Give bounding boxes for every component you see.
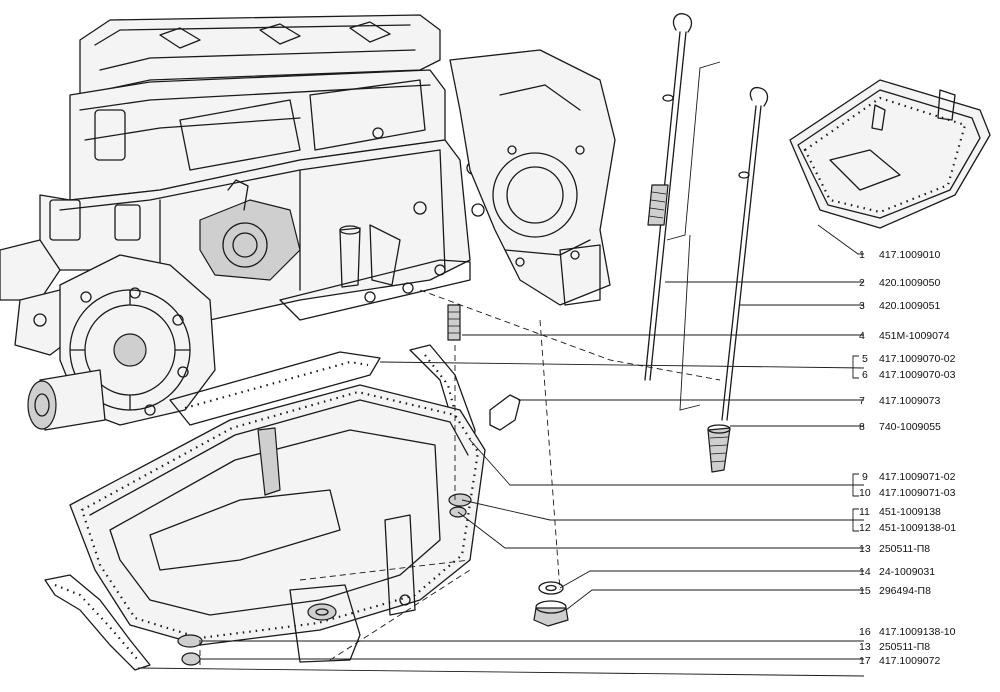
callout-number: 3 bbox=[859, 300, 865, 312]
callout-part: 24-1009031 bbox=[879, 566, 935, 578]
callout-part: 417.1009138-10 bbox=[879, 626, 956, 638]
callout-part: 420.1009050 bbox=[879, 277, 940, 289]
callout-number: 13 bbox=[859, 641, 871, 653]
callout-labels: 1 417.1009010 2 420.1009050 3 420.100905… bbox=[859, 249, 956, 667]
callout-number: 7 bbox=[859, 395, 865, 407]
main-oil-pan bbox=[69, 384, 486, 663]
timing-cover-drawing bbox=[27, 254, 216, 431]
dipstick-bracket bbox=[666, 61, 721, 411]
callout-number: 17 bbox=[859, 655, 871, 667]
callout-number: 10 bbox=[859, 487, 871, 499]
callout-number: 16 bbox=[859, 626, 871, 638]
callout-number: 13 bbox=[859, 543, 871, 555]
callout-number: 12 bbox=[859, 522, 871, 534]
callout-part: 250511-П8 bbox=[879, 543, 930, 555]
callout-number: 5 bbox=[862, 353, 868, 365]
callout-part: 296494-П8 bbox=[879, 585, 931, 597]
guide-tube-8 bbox=[707, 424, 731, 473]
callout-part: 250511-П8 bbox=[879, 641, 930, 653]
callout-part: 417.1009073 bbox=[879, 395, 940, 407]
callout-number: 9 bbox=[862, 471, 868, 483]
callout-part: 417.1009010 bbox=[879, 249, 940, 261]
leader-lines bbox=[137, 224, 865, 677]
callout-part: 740-1009055 bbox=[879, 421, 941, 433]
oil-pan-1 bbox=[789, 79, 991, 229]
dipstick-2 bbox=[644, 13, 693, 381]
callout-number: 1 bbox=[859, 249, 865, 261]
callout-part: 451М-1009074 bbox=[879, 330, 950, 342]
callout-number: 8 bbox=[859, 421, 865, 433]
callout-number: 4 bbox=[859, 330, 865, 342]
callout-number: 11 bbox=[859, 506, 870, 518]
callout-number: 14 bbox=[859, 566, 871, 578]
callout-part: 417.1009070-02 bbox=[879, 353, 956, 365]
callout-part: 417.1009071-02 bbox=[879, 471, 956, 483]
callout-number: 15 bbox=[859, 585, 871, 597]
assembly-axis-lines bbox=[199, 289, 721, 665]
callout-part: 451-1009138 bbox=[879, 506, 941, 518]
dipstick-3 bbox=[721, 86, 769, 421]
callout-part: 417.1009072 bbox=[879, 655, 940, 667]
callout-number: 2 bbox=[859, 277, 865, 289]
callout-part: 417.1009071-03 bbox=[879, 487, 956, 499]
bellhousing-flange-drawing bbox=[449, 49, 616, 306]
callout-part: 451-1009138-01 bbox=[879, 522, 956, 534]
callout-part: 417.1009070-03 bbox=[879, 369, 956, 381]
callout-part: 420.1009051 bbox=[879, 300, 940, 312]
callout-number: 6 bbox=[862, 369, 868, 381]
engine-block-drawing bbox=[0, 14, 485, 356]
